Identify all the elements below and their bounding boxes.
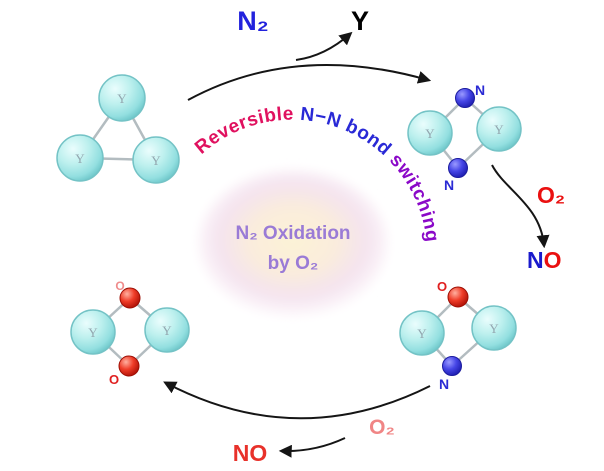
y-atom [132,136,180,184]
cluster-y2n2-rhombus: Y Y N N [407,82,522,193]
y-atom [56,134,104,182]
n-atom-label: N [475,82,485,98]
y-atom [476,106,522,152]
o2-right-label: O₂ [537,182,565,208]
no-right-o: O [544,247,562,273]
o-atom-label: O [109,372,119,387]
n-atom-label: N [444,177,454,193]
arrow-top-cycle [187,64,432,101]
o-atom [447,286,469,308]
center-caption-line1: N₂ Oxidation [235,223,350,244]
n2-label: N₂ [237,6,269,36]
y-atom [70,309,116,355]
no-bottom-label: NO [233,440,268,466]
y-atom [407,110,453,156]
y-atom-label: Y [88,325,98,340]
n-atom [455,88,475,108]
n-atom [448,158,468,178]
cluster-y3-triangle: Y Y Y [56,74,180,184]
y-atom-label: Y [117,91,127,106]
arrow-bottom-cycle [163,381,431,420]
curved-caption-reversible: Reversible [191,104,300,159]
o2-bottom-label: O₂ [369,416,395,439]
o-atom-label: O [437,279,447,294]
y-atom [144,307,190,353]
y-atom-label: Y [75,151,85,166]
y-atom [471,305,517,351]
y-atom-label: Y [151,153,161,168]
curved-caption-nn-bond: N−N bond [299,104,400,164]
arrow-y-release [295,31,353,61]
curved-caption-switching: switching [385,150,442,244]
y-release-label: Y [351,6,369,36]
y-atom-label: Y [417,326,427,341]
y-atom-label: Y [489,321,499,336]
n-atom [442,356,462,376]
y-atom-label: Y [162,323,172,338]
y-atom-label: Y [425,126,435,141]
center-glow [198,170,388,316]
no-right-label: NO [527,247,562,273]
cluster-y2no-rhombus: Y Y O N [399,279,517,392]
y-atom [98,74,146,122]
center-caption-line2: by O₂ [268,253,319,274]
cluster-y2o2-rhombus: Y Y O O [70,279,190,387]
y-atom [399,310,445,356]
o-atom [119,287,141,309]
arrow-no-release [278,437,346,458]
o-atom-label: O [115,279,124,293]
y-atom-label: Y [494,122,504,137]
o-atom [118,355,140,377]
arrow-right-cycle [491,164,550,249]
n-atom-label: N [439,376,449,392]
no-right-n: N [527,247,544,273]
